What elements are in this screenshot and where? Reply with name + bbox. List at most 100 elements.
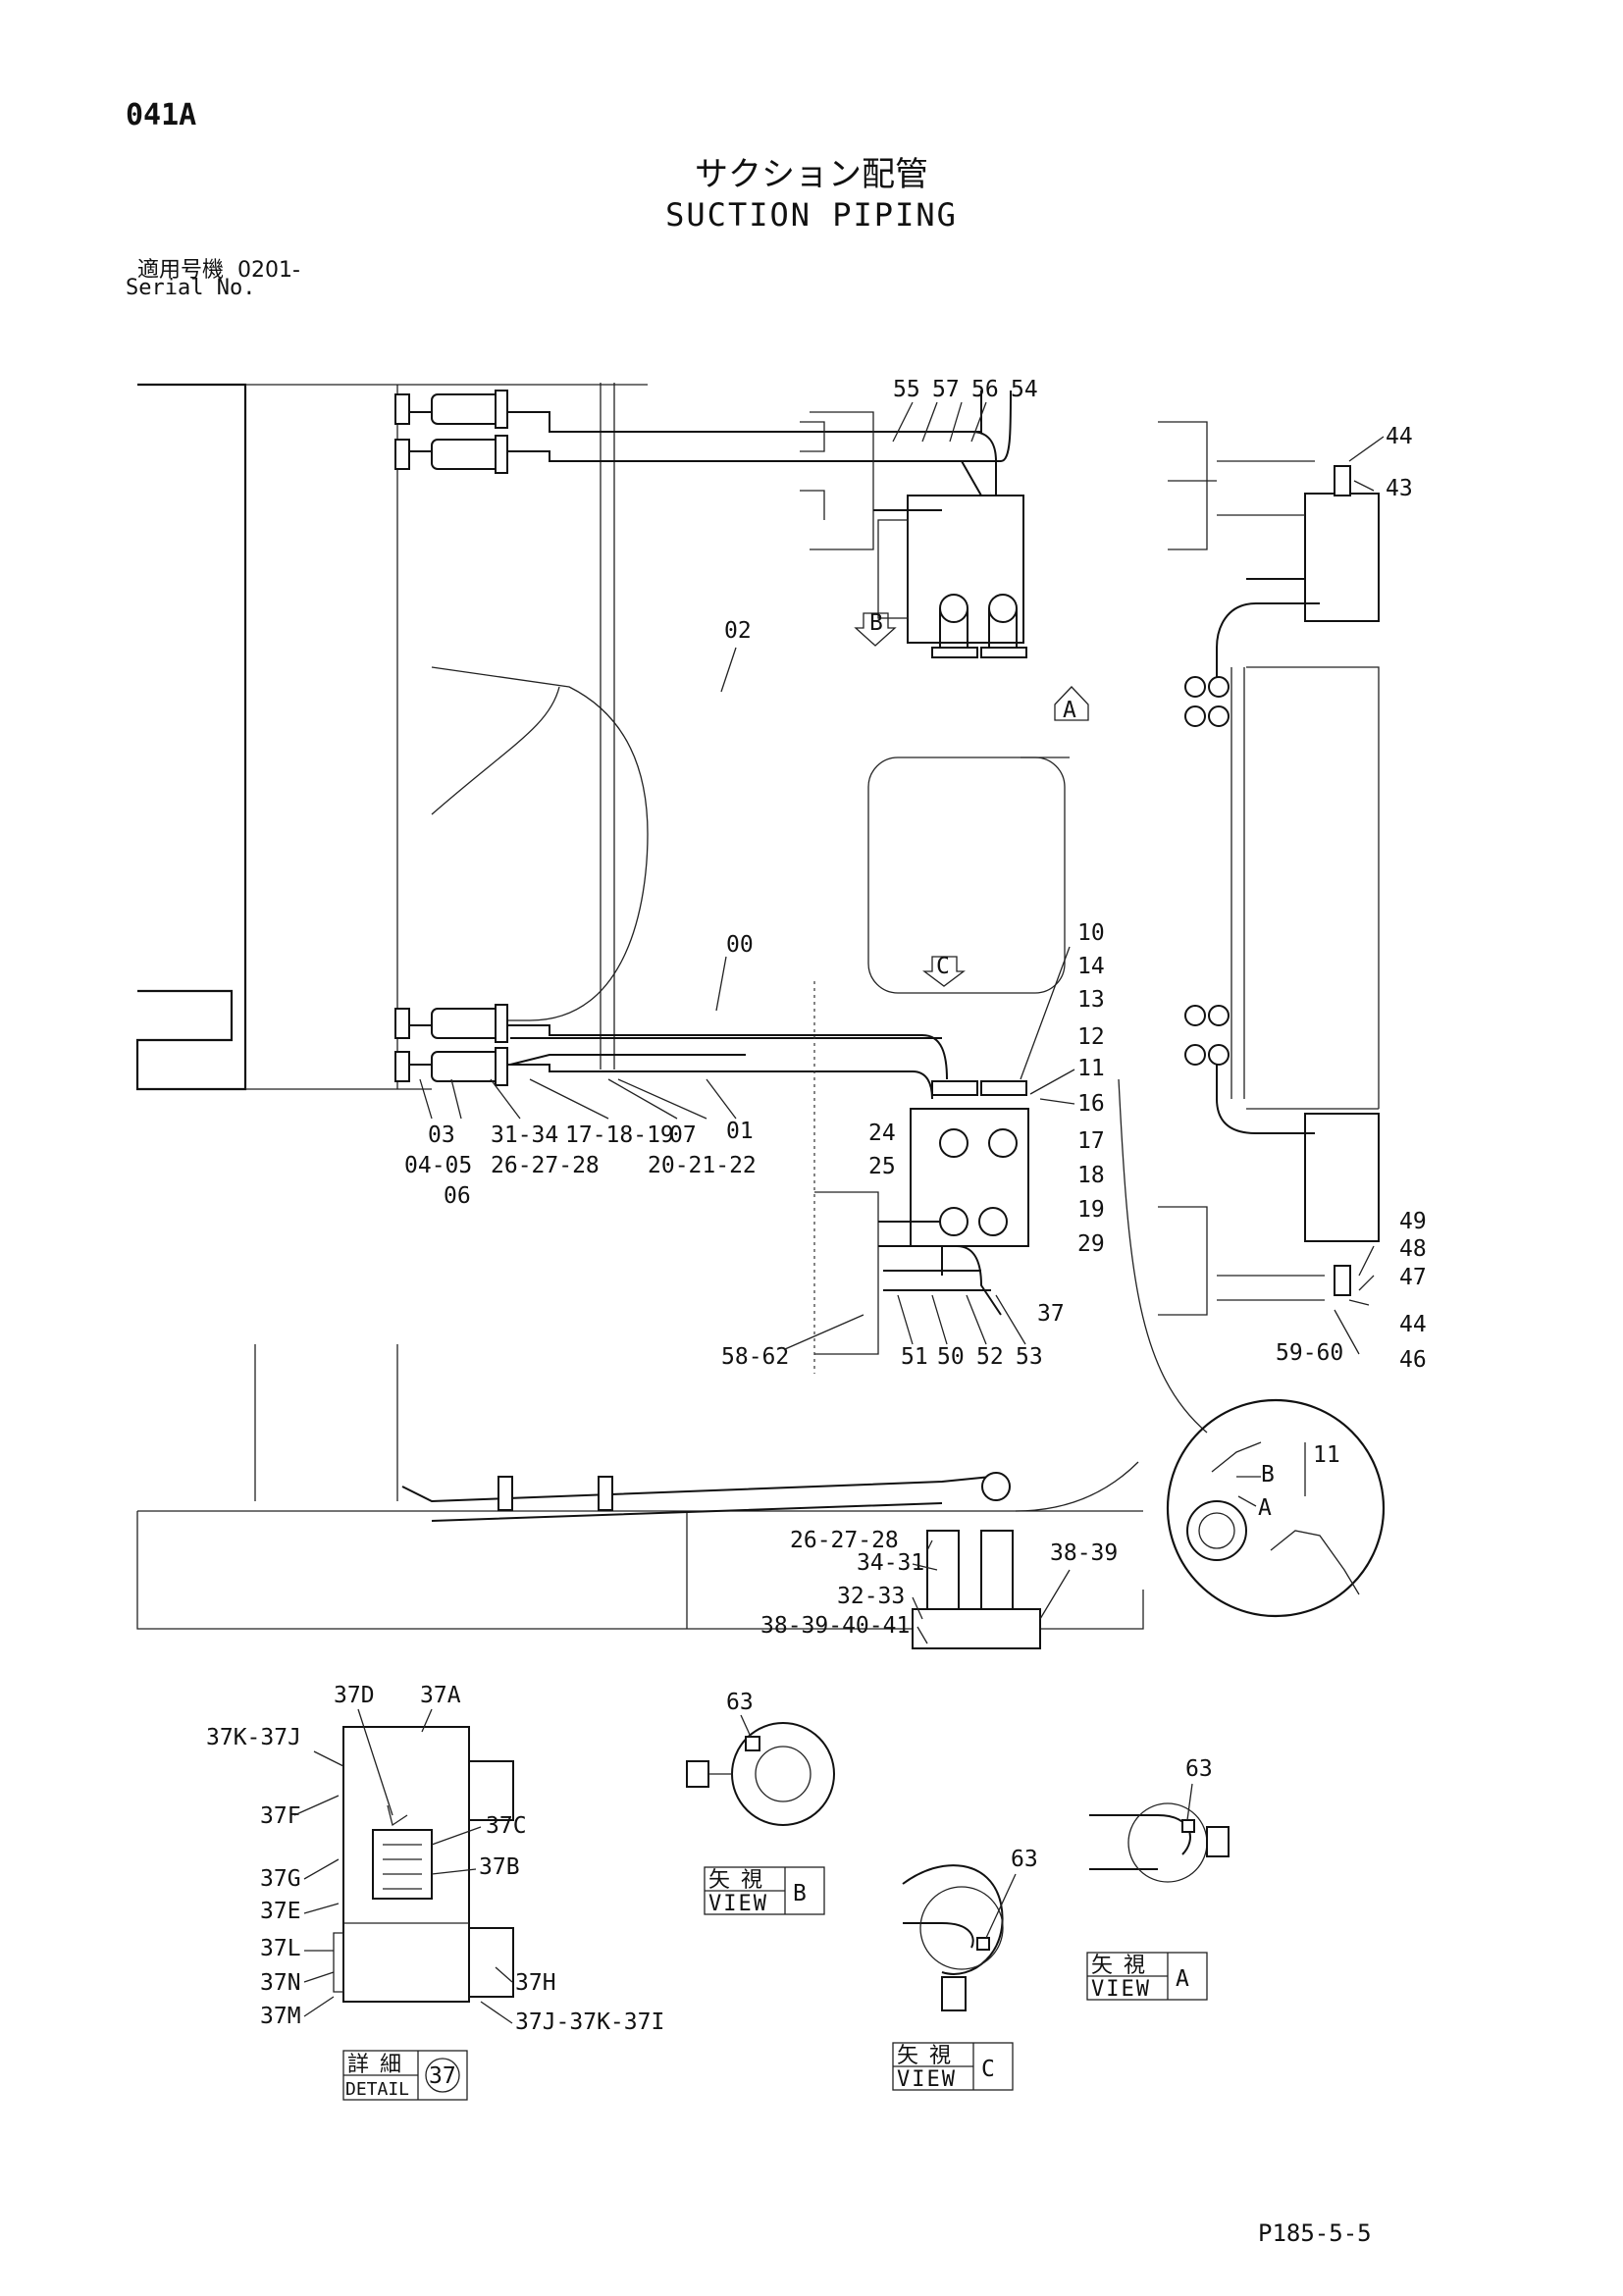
side-pump-body — [912, 1608, 1041, 1649]
view-c-figure: 63 — [902, 1847, 1038, 2011]
serial-value: 0201- — [237, 258, 300, 283]
right-tank-outline — [1230, 666, 1380, 1110]
marker-a-label: A — [1063, 698, 1076, 723]
detail-label-a: A — [1258, 1495, 1272, 1521]
right-valve-8 — [1208, 1044, 1230, 1066]
upper-port-flange-1 — [931, 647, 978, 658]
view-b-box: 矢 視 VIEW B — [704, 1866, 825, 1916]
title-japanese: サクション配管 — [695, 155, 928, 194]
view-c-flange — [919, 1886, 1004, 1970]
callout-03: 03 — [428, 1122, 455, 1148]
callout-13: 13 — [1077, 987, 1105, 1013]
callout-56: 56 — [971, 377, 999, 402]
callout-side-26-27-28: 26-27-28 — [790, 1528, 899, 1553]
flange-lower-1 — [394, 1008, 410, 1039]
callout-01: 01 — [726, 1119, 754, 1144]
right-valve-7 — [1184, 1044, 1206, 1066]
hose-lower-2 — [431, 1051, 501, 1082]
callout-37e: 37E — [260, 1899, 301, 1924]
side-riser-1 — [926, 1530, 960, 1610]
lower-port-4 — [978, 1207, 1008, 1236]
view-a-plug — [1181, 1819, 1195, 1833]
callouts-bottom-left: 03 04-05 06 31-34 26-27-28 17-18-19 07 2… — [404, 1078, 757, 1209]
hose-upper-1 — [431, 393, 501, 425]
detail-label-11: 11 — [1313, 1442, 1340, 1468]
callout-02: 02 — [724, 618, 752, 644]
callout-19: 19 — [1077, 1197, 1105, 1223]
flange-upper-1 — [394, 393, 410, 425]
lower-port-2 — [988, 1128, 1018, 1158]
leaders-lower-pump — [784, 1294, 1026, 1350]
serial-label-english: Serial No. — [126, 276, 256, 300]
right-valve-6 — [1208, 1005, 1230, 1026]
callout-20-21-22: 20-21-22 — [648, 1153, 757, 1178]
callout-25: 25 — [868, 1154, 896, 1179]
detail-label-b: B — [1261, 1462, 1275, 1487]
callout-07: 07 — [669, 1122, 697, 1148]
side-hose — [1015, 1461, 1139, 1512]
view-c-plug — [976, 1937, 990, 1951]
view-b-stub — [686, 1760, 709, 1788]
detail-en: DETAIL — [345, 2079, 409, 2100]
leaders-top-pump — [892, 401, 987, 443]
callout-side-38-39-40-41: 38-39-40-41 — [760, 1613, 910, 1639]
upper-port-flange-2 — [980, 647, 1027, 658]
callout-17: 17 — [1077, 1128, 1105, 1154]
view-c-jp: 矢 視 — [897, 2044, 953, 2068]
callout-04-05: 04-05 — [404, 1153, 472, 1178]
right-valve-1 — [1184, 676, 1206, 698]
view-b-jp: 矢 視 — [708, 1868, 764, 1893]
callout-59-60: 59-60 — [1276, 1340, 1343, 1366]
callout-side-32-33: 32-33 — [837, 1584, 905, 1609]
leaders-bottom-left — [419, 1078, 737, 1120]
view-c-letter: C — [981, 2057, 995, 2082]
clamp-upper-1 — [495, 390, 508, 429]
callout-50: 50 — [937, 1344, 965, 1370]
callouts-mid-right: 10 14 13 12 11 16 17 18 19 29 — [1077, 920, 1105, 1257]
callout-37j-37k-37i: 37J-37K-37I — [515, 2009, 664, 2035]
callout-16: 16 — [1077, 1091, 1105, 1117]
right-pipes — [1216, 578, 1320, 1134]
callout-63-b: 63 — [726, 1690, 754, 1715]
detail-circle: B A 11 — [1118, 1078, 1386, 1618]
leaders-right-top — [1348, 436, 1385, 492]
right-valve-3 — [1184, 705, 1206, 727]
right-valve-2 — [1208, 676, 1230, 698]
leader-63-a — [1186, 1783, 1193, 1821]
view-c-box: 矢 視 VIEW C — [892, 2042, 1014, 2092]
callout-44-top: 44 — [1386, 424, 1413, 449]
detail-leader-curve — [1118, 1078, 1208, 1434]
callout-53: 53 — [1016, 1344, 1043, 1370]
view-c-en: VIEW — [897, 2067, 957, 2092]
view-b-plug — [745, 1736, 760, 1751]
leader-02 — [720, 647, 737, 693]
frame-right-box — [867, 757, 1066, 994]
lower-engine-side — [814, 1191, 879, 1355]
view-a-box: 矢 視 VIEW A — [1086, 1952, 1208, 2002]
callout-24: 24 — [868, 1121, 896, 1146]
right-pump-top — [1304, 493, 1380, 622]
right-top-engine — [1158, 421, 1315, 550]
callout-29: 29 — [1077, 1231, 1105, 1257]
detail37-port-bottom — [468, 1927, 514, 1998]
callout-37c: 37C — [486, 1813, 527, 1839]
callout-37a: 37A — [420, 1683, 461, 1708]
callouts-right-top: 44 43 — [1386, 424, 1413, 501]
lower-port-3 — [939, 1207, 969, 1236]
clamp-upper-2 — [495, 435, 508, 474]
suction-pipe-00-01 — [397, 1024, 948, 1100]
flange-lower-2 — [394, 1051, 410, 1082]
side-clamp-1 — [497, 1476, 513, 1511]
detail37-port-top — [468, 1760, 514, 1821]
detail37-element-lines — [383, 1844, 422, 1890]
view-a-letter: A — [1176, 1966, 1189, 1992]
tie-rod — [600, 383, 615, 1070]
marker-b-label: B — [869, 610, 883, 636]
detail-box-dividers — [343, 2051, 419, 2100]
detail-num: 37 — [429, 2063, 456, 2089]
callout-54: 54 — [1011, 377, 1038, 402]
callout-48: 48 — [1399, 1236, 1427, 1262]
page-reference: P185-5-5 — [1258, 2219, 1372, 2247]
side-elevation: 26-27-28 34-31 32-33 38-39-40-41 38-39 — [136, 1344, 1144, 1649]
side-tank-walls — [254, 1344, 398, 1501]
